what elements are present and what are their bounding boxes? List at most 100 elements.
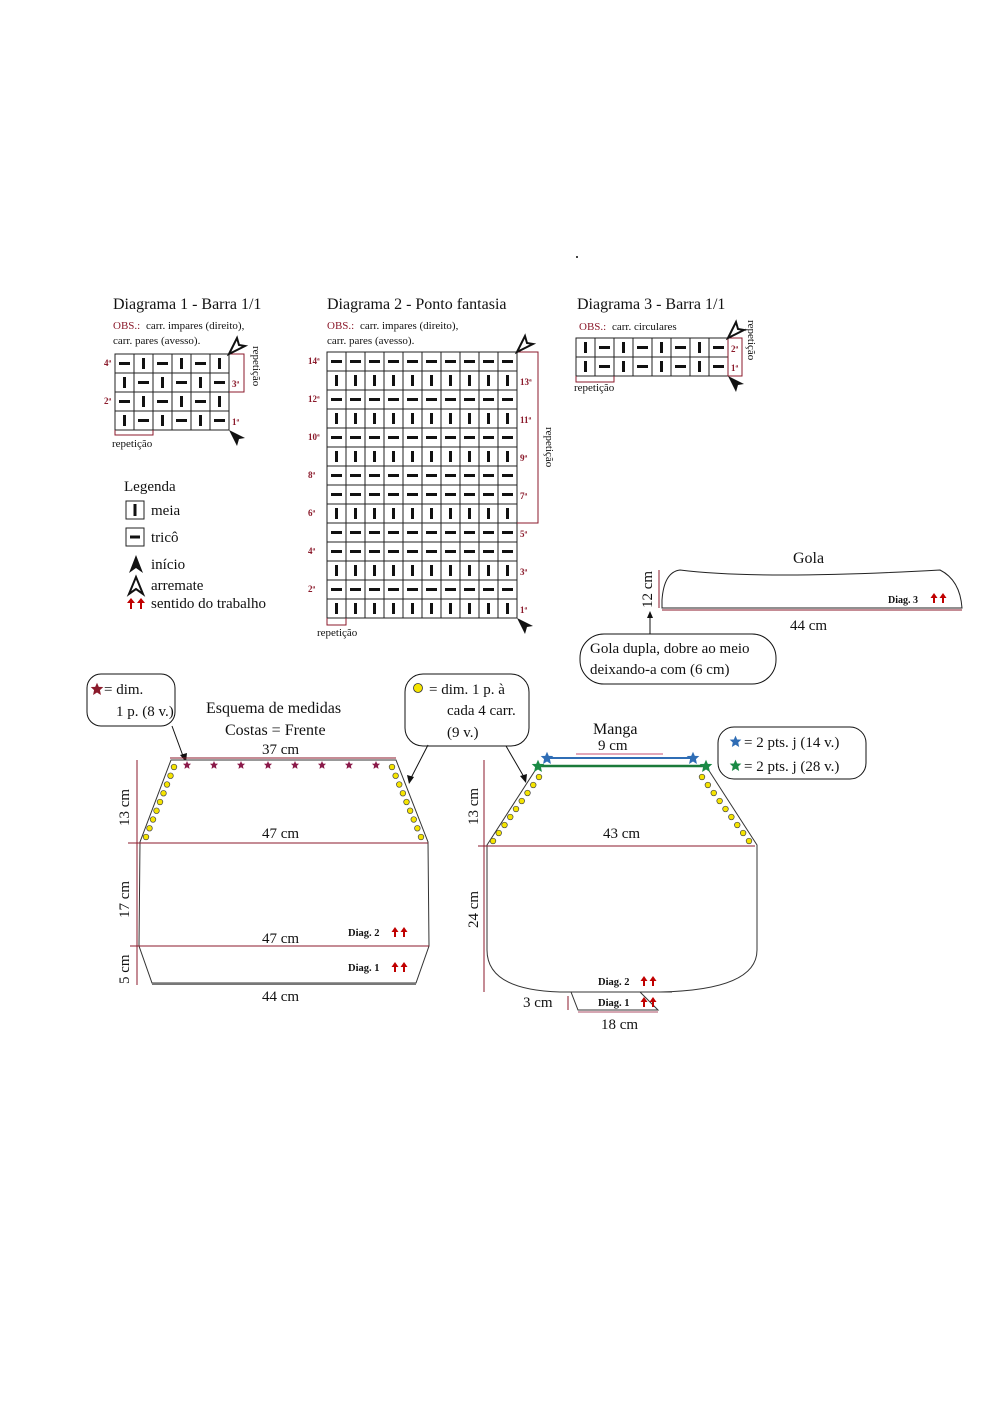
knit-stitch-icon (180, 358, 183, 369)
bind-off-arrow-icon (226, 335, 249, 357)
circle-note-pointer (410, 744, 429, 779)
repeat-label-horizontal: repetição (574, 382, 615, 394)
gola-note-line2: deixando-a com (6 cm) (590, 662, 730, 678)
purl-stitch-icon (502, 398, 513, 401)
row-label: 11ª (520, 415, 532, 425)
star-note-pointer (171, 725, 184, 757)
work-direction-arrows-icon (391, 927, 408, 937)
knit-stitch-icon (123, 377, 126, 388)
knit-stitch-icon (354, 565, 357, 576)
knit-stitch-icon (180, 396, 183, 407)
row-label: 12ª (308, 394, 320, 404)
start-arrow-icon (728, 376, 744, 392)
purl-stitch-icon (407, 474, 418, 477)
purl-stitch-icon (464, 360, 475, 363)
knit-stitch-icon (411, 375, 414, 386)
knit-stitch-icon (584, 342, 587, 353)
purl-stitch-icon (483, 493, 494, 496)
knit-stitch-icon (449, 565, 452, 576)
purl-stitch-icon (599, 346, 610, 349)
knit-stitch-icon (430, 508, 433, 519)
knit-stitch-icon (411, 413, 414, 424)
row-label: 1ª (520, 605, 528, 615)
purl-stitch-icon (407, 436, 418, 439)
knit-stitch-icon (199, 415, 202, 426)
knit-stitch-icon (660, 342, 663, 353)
purl-stitch-icon (407, 398, 418, 401)
purl-stitch-icon (713, 346, 724, 349)
knit-stitch-icon (449, 508, 452, 519)
purl-stitch-icon (388, 588, 399, 591)
decrease-circle-mark (745, 837, 753, 845)
costas-section: = dim. 1 p. (8 v.) Esquema de medidas Co… (86, 673, 530, 1005)
decrease-circle-mark (698, 773, 706, 781)
purl-stitch-icon (483, 550, 494, 553)
purl-stitch-icon (350, 493, 361, 496)
diagram-3-obs: OBS.: carr. circulares (579, 321, 677, 333)
purl-stitch-icon (426, 493, 437, 496)
knit-stitch-icon (449, 375, 452, 386)
purl-stitch-icon (675, 346, 686, 349)
gola-section: Gola 12 cm Diag. 3 44 cm Gola dupla, dob… (579, 550, 963, 685)
decrease-circle-mark (524, 789, 531, 797)
decrease-circle-mark (495, 829, 502, 837)
diagram-2-obs: OBS.: carr. impares (direito), (327, 320, 459, 332)
knit-stitch-icon (430, 451, 433, 462)
star-note-line2: 1 p. (8 v.) (116, 704, 174, 720)
purl-stitch-icon (407, 588, 418, 591)
decrease-circle-mark (153, 807, 160, 814)
purl-stitch-icon (637, 365, 648, 368)
knit-stitch-icon (411, 603, 414, 614)
row-label: 4ª (308, 546, 316, 556)
manga-title: Manga (593, 721, 637, 738)
knit-stitch-icon (449, 413, 452, 424)
circle-note-pointer-manga (505, 745, 525, 778)
start-arrow-icon (129, 555, 143, 573)
purl-stitch-icon (483, 436, 494, 439)
repeat-label-vertical: repetição (250, 346, 262, 387)
purl-stitch-icon (388, 550, 399, 553)
diagram-3: Diagrama 3 - Barra 1/1 OBS.: carr. circu… (574, 296, 757, 394)
purl-stitch-icon (426, 550, 437, 553)
purl-stitch-icon (388, 360, 399, 363)
knit-stitch-icon (354, 603, 357, 614)
obs-line1: carr. circulares (612, 321, 677, 333)
row-label: 3ª (520, 567, 528, 577)
purl-stitch-icon (445, 474, 456, 477)
purl-stitch-icon (214, 381, 225, 384)
knit-stitch-icon (354, 413, 357, 424)
legend: Legenda meia tricô início arremate senti… (124, 479, 266, 612)
costas-lower-width: 47 cm (262, 931, 299, 947)
purl-stitch-icon (502, 588, 513, 591)
diagram-2: Diagrama 2 - Ponto fantasia OBS.: carr. … (308, 296, 555, 639)
manga-mid-width: 43 cm (603, 826, 640, 842)
knit-stitch-icon (392, 451, 395, 462)
gola-shape (661, 569, 963, 609)
manga-h-cuff: 3 cm (523, 995, 553, 1011)
decrease-circle-mark (146, 825, 153, 832)
purl-stitch-icon (407, 360, 418, 363)
knit-stitch-icon (373, 413, 376, 424)
knit-stitch-icon (392, 413, 395, 424)
gola-diag-label: Diag. 3 (888, 595, 918, 606)
work-direction-arrows-icon (391, 962, 408, 972)
decrease-circle-mark (388, 763, 396, 771)
purl-stitch-icon (157, 400, 168, 403)
legend-label-inicio: início (151, 557, 185, 573)
manga-decrease-marks (489, 773, 753, 845)
knit-stitch-icon (506, 375, 509, 386)
purl-stitch-icon (502, 550, 513, 553)
manga-diag2-label: Diag. 2 (598, 977, 630, 988)
decrease-circle-mark (489, 837, 497, 845)
knit-stitch-icon (698, 342, 701, 353)
costas-diag2-label: Diag. 2 (348, 928, 380, 939)
knit-stitch-icon (449, 603, 452, 614)
row-label: 5ª (520, 529, 528, 539)
obs-line1: carr. impares (direito), (146, 320, 245, 332)
repeat-label-horizontal: repetição (112, 438, 153, 450)
purl-stitch-icon (713, 365, 724, 368)
knit-stitch-icon (506, 508, 509, 519)
manga-h-body: 24 cm (466, 891, 482, 928)
purl-stitch-icon (331, 493, 342, 496)
